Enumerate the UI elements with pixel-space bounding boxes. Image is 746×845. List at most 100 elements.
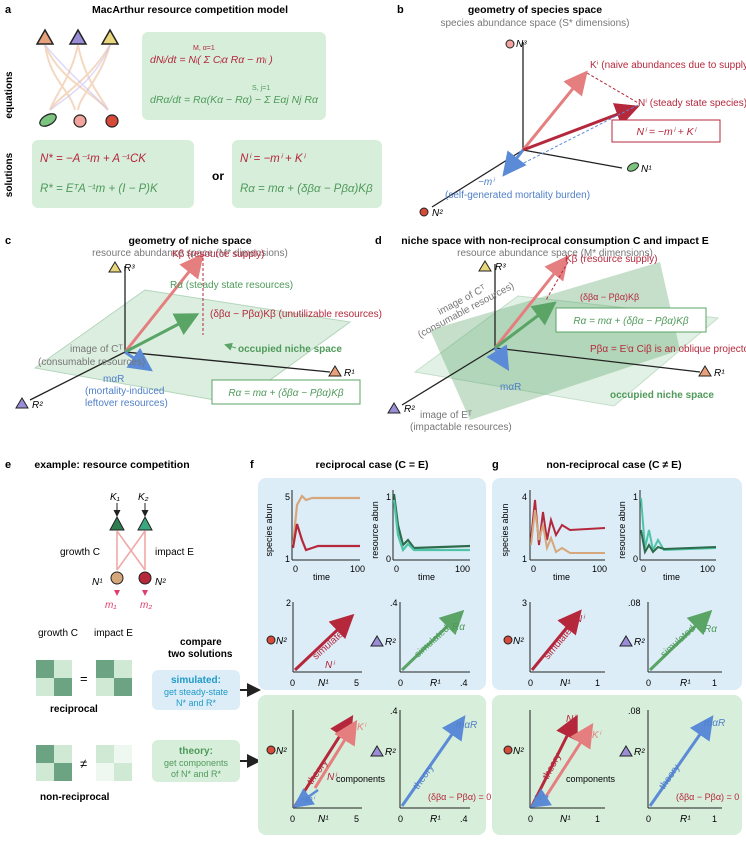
not-equal-sign: ≠ xyxy=(80,756,87,771)
solution-r-star: R* = EᵀA⁻¹m + (I − P)K xyxy=(40,183,159,195)
projector-label: Pβα = Eⁱα Ciβ is an oblique projector xyxy=(590,344,746,355)
panel-g-label: g xyxy=(492,459,499,471)
svg-text:100: 100 xyxy=(700,564,715,574)
svg-text:R¹: R¹ xyxy=(680,678,691,689)
axis-r1-label: R¹ xyxy=(714,368,725,379)
theory-box xyxy=(152,740,240,782)
image-e-label: image of Eᵀ xyxy=(420,410,473,421)
solution-n-star: N* = −A⁻¹m + A⁻¹CK xyxy=(40,153,147,165)
k-label: Kβ (resource supply) xyxy=(172,249,264,260)
growth-label: growth C xyxy=(60,547,100,558)
solutions-box-matrix xyxy=(32,140,194,208)
ode-species-limits: M, α=1 xyxy=(193,45,215,52)
k-vector xyxy=(521,70,588,151)
axis-n1-label: N¹ xyxy=(641,164,652,175)
svg-text:0: 0 xyxy=(633,554,638,564)
m-desc-1: (mortality-induced xyxy=(85,386,164,397)
matrix-growth-label: growth C xyxy=(38,628,78,639)
species-resource-network xyxy=(35,28,120,128)
panel-b: b geometry of species space species abun… xyxy=(397,4,746,219)
species-cell-icon xyxy=(105,114,119,128)
panel-b-label: b xyxy=(397,4,404,16)
svg-text:time: time xyxy=(553,572,570,582)
svg-text:(δβα − Pβα) = 0: (δβα − Pβα) = 0 xyxy=(428,792,491,802)
svg-text:5: 5 xyxy=(285,492,290,502)
panel-g-title: non-reciprocal case (C ≠ E) xyxy=(546,459,681,471)
resource-triangle-icon xyxy=(109,515,125,531)
svg-text:R¹: R¹ xyxy=(680,814,691,825)
r2-triangle-icon xyxy=(387,402,401,414)
m1-label: m₁ xyxy=(105,600,116,611)
equal-sign: = xyxy=(80,671,88,686)
m-label: mαR xyxy=(500,382,521,393)
svg-text:mαR: mαR xyxy=(456,720,477,731)
svg-text:species abun: species abun xyxy=(264,503,274,556)
panel-g: g non-reciprocal case (C ≠ E) species ab… xyxy=(492,459,742,835)
axis-r2 xyxy=(401,347,496,406)
axis-r1 xyxy=(124,351,331,373)
svg-text:0: 0 xyxy=(528,814,533,824)
svg-text:Rα: Rα xyxy=(704,624,717,635)
panel-e: e example: resource competition K₁ K₂ gr… xyxy=(5,459,261,803)
panel-f-title: reciprocal case (C = E) xyxy=(316,459,429,471)
svg-text:R²: R² xyxy=(634,637,645,648)
svg-text:Nⁱ: Nⁱ xyxy=(327,772,338,783)
nonreciprocal-label: non-reciprocal xyxy=(40,792,110,803)
panel-e-title: example: resource competition xyxy=(34,459,189,471)
resource-triangle-icon xyxy=(68,28,88,45)
niche-label: occupied niche space xyxy=(610,390,714,401)
svg-text:1: 1 xyxy=(595,814,600,824)
compare-label-2: two solutions xyxy=(168,649,233,660)
r1-triangle-icon xyxy=(328,365,342,377)
svg-text:time: time xyxy=(418,572,435,582)
image-e-desc: (impactable resources) xyxy=(410,422,512,433)
species-cell-icon xyxy=(73,114,87,128)
image-desc: (consumable resources) xyxy=(38,357,145,368)
svg-text:100: 100 xyxy=(350,564,365,574)
m2-label: m₂ xyxy=(140,600,152,611)
g-resource-timeseries: resource abun 1 0 0 100 time xyxy=(617,490,717,582)
n1-label: N¹ xyxy=(92,577,103,588)
simulated-title: simulated: xyxy=(171,675,221,686)
r3-triangle-icon xyxy=(108,261,122,273)
k-label: Kβ (resource supply) xyxy=(565,254,657,265)
svg-text:Nⁱ: Nⁱ xyxy=(575,614,586,625)
svg-text:.08: .08 xyxy=(628,598,641,608)
svg-text:Rα: Rα xyxy=(452,622,465,633)
svg-text:1: 1 xyxy=(712,814,717,824)
svg-text:0: 0 xyxy=(290,814,295,824)
panel-f-label: f xyxy=(250,459,254,471)
m-desc: (self-generated mortality burden) xyxy=(445,190,590,201)
resource-triangle-icon xyxy=(35,28,55,45)
dashed-guide xyxy=(505,103,641,173)
svg-text:R²: R² xyxy=(385,637,396,648)
panel-d-label: d xyxy=(375,235,382,247)
panel-c: c geometry of niche space resource abund… xyxy=(5,235,382,411)
n-vector xyxy=(522,103,640,152)
svg-text:100: 100 xyxy=(592,564,607,574)
svg-text:resource abun: resource abun xyxy=(370,501,380,559)
reciprocal-matrices: = xyxy=(36,660,132,696)
theory-title: theory: xyxy=(179,746,213,757)
svg-text:Nⁱ: Nⁱ xyxy=(566,714,577,725)
k-vector xyxy=(493,255,569,349)
m-label: mαR xyxy=(103,374,124,385)
resource-triangle-icon xyxy=(137,515,153,531)
r-vector xyxy=(494,301,557,350)
svg-text:N²: N² xyxy=(513,746,524,757)
svg-text:0: 0 xyxy=(531,564,536,574)
svg-text:0: 0 xyxy=(646,814,651,824)
panel-g-theory-bg xyxy=(492,695,742,835)
panel-e-label: e xyxy=(5,459,11,471)
panel-b-title: geometry of species space xyxy=(468,4,602,16)
svg-text:0: 0 xyxy=(386,554,391,564)
species-n2-icon xyxy=(138,571,152,585)
n3-icon xyxy=(505,39,515,49)
p-label: (δβα − Pβα)Kβ xyxy=(580,292,639,302)
equations-box xyxy=(142,32,326,120)
reciprocal-label: reciprocal xyxy=(50,704,98,715)
svg-text:0: 0 xyxy=(641,564,646,574)
axis-r1 xyxy=(494,347,701,373)
svg-text:N²: N² xyxy=(276,636,287,647)
compare-label: compare xyxy=(180,637,222,648)
